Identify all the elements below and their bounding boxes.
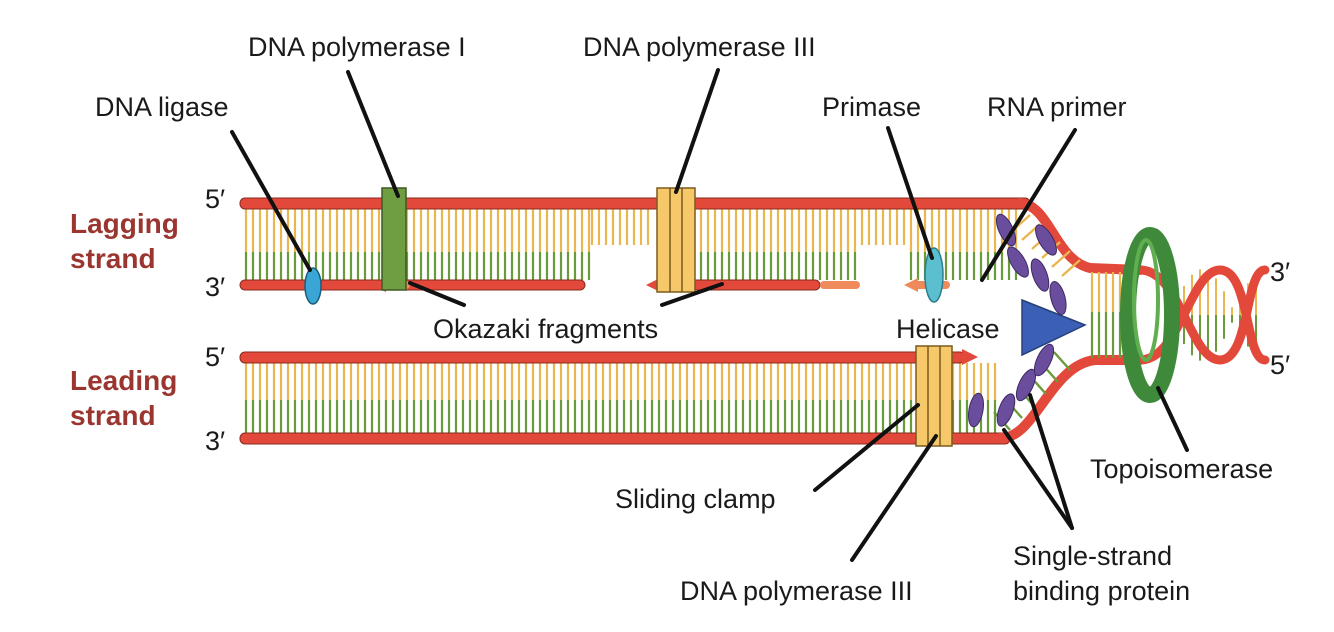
label-dna-ligase: DNA ligase (95, 92, 229, 122)
leader-sliding-clamp (813, 403, 920, 492)
leader-dna-polymerase-i (346, 70, 400, 198)
dna-polymerase-i-clamp-icon (381, 187, 407, 291)
primer-arrow-head (904, 278, 918, 292)
label-lagging-line2: strand (70, 243, 156, 274)
clamp-icon (915, 345, 953, 447)
label-ssb-line2: binding protein (1013, 576, 1190, 606)
lagging-base-pairs (244, 209, 1018, 280)
end-leading-top: 5′ (205, 342, 225, 372)
helicase-triangle-icon (1021, 298, 1087, 357)
fork-lower-arm (995, 355, 1145, 443)
clamp-icon (656, 187, 696, 293)
leader-ssb-2 (1028, 393, 1074, 530)
label-leading-line1: Leading (70, 365, 177, 396)
leading-base-pairs (244, 363, 997, 433)
leading-strand (239, 349, 1011, 445)
ssb-oval-icon (995, 213, 1017, 247)
label-dna-polymerase-i: DNA polymerase I (248, 32, 466, 62)
leader-dna-ligase (230, 130, 312, 272)
ssb-oval-icon (1007, 246, 1029, 278)
label-primase: Primase (822, 92, 921, 122)
leader-topoisomerase (1156, 386, 1189, 452)
label-okazaki-fragments: Okazaki fragments (433, 314, 658, 344)
label-helicase: Helicase (896, 314, 1000, 344)
label-sliding-clamp: Sliding clamp (615, 484, 776, 514)
base (1061, 259, 1081, 277)
label-rna-primer: RNA primer (987, 92, 1127, 122)
single-strand-binding-proteins (968, 213, 1067, 428)
leader-rna-primer (980, 128, 1077, 282)
ssb-oval-icon (1049, 280, 1067, 316)
ssb-oval-icon (1015, 368, 1037, 402)
ssb-oval-icon (1030, 258, 1050, 292)
leader-ssb-1 (1002, 428, 1074, 530)
labels: DNA polymerase I DNA polymerase III DNA … (70, 32, 1290, 606)
end-leading-bottom: 3′ (205, 426, 225, 456)
label-lagging-line1: Lagging (70, 208, 179, 239)
base (1051, 250, 1071, 268)
ring-highlight (1132, 238, 1160, 362)
topoisomerase-protein (1120, 227, 1180, 403)
leader-dna-polymerase-iii-top (674, 68, 720, 194)
leader-dna-polymerase-iii-bottom (850, 434, 938, 562)
leading-arrow-head (962, 349, 978, 365)
ssb-oval-icon (996, 393, 1016, 427)
rna-primer-segment (820, 281, 860, 289)
leader-okazaki-left (408, 281, 466, 307)
dna-polymerase-iii-lagging (656, 187, 696, 293)
ssb-oval-icon (968, 392, 984, 428)
base (1053, 351, 1071, 371)
ring-icon (1120, 227, 1180, 403)
end-lagging-top: 5′ (205, 184, 225, 214)
end-lagging-bottom: 3′ (205, 272, 225, 302)
end-parent-bottom: 5′ (1270, 350, 1290, 380)
ssb-oval-icon (1033, 343, 1055, 377)
label-ssb-line1: Single-strand (1013, 541, 1172, 571)
dna-ligase-oval-icon (304, 267, 322, 305)
label-topoisomerase: Topoisomerase (1090, 454, 1273, 484)
ssb-oval-icon (1035, 224, 1057, 256)
leader-okazaki-right (660, 282, 724, 307)
label-leading-line2: strand (70, 400, 156, 431)
label-dna-polymerase-iii-top: DNA polymerase III (583, 32, 816, 62)
leading-new-strand-backbone (239, 351, 966, 364)
leader-lines (230, 68, 1189, 562)
primase-oval-icon (924, 247, 944, 303)
fork-upper-arm (1015, 198, 1145, 275)
dna-polymerase-iii-leading (915, 345, 953, 447)
leader-primase (886, 126, 934, 260)
label-dna-polymerase-iii-bottom: DNA polymerase III (680, 576, 913, 606)
leading-template-backbone (239, 432, 1011, 445)
end-parent-top: 3′ (1270, 257, 1290, 287)
lagging-strand (239, 197, 1031, 292)
